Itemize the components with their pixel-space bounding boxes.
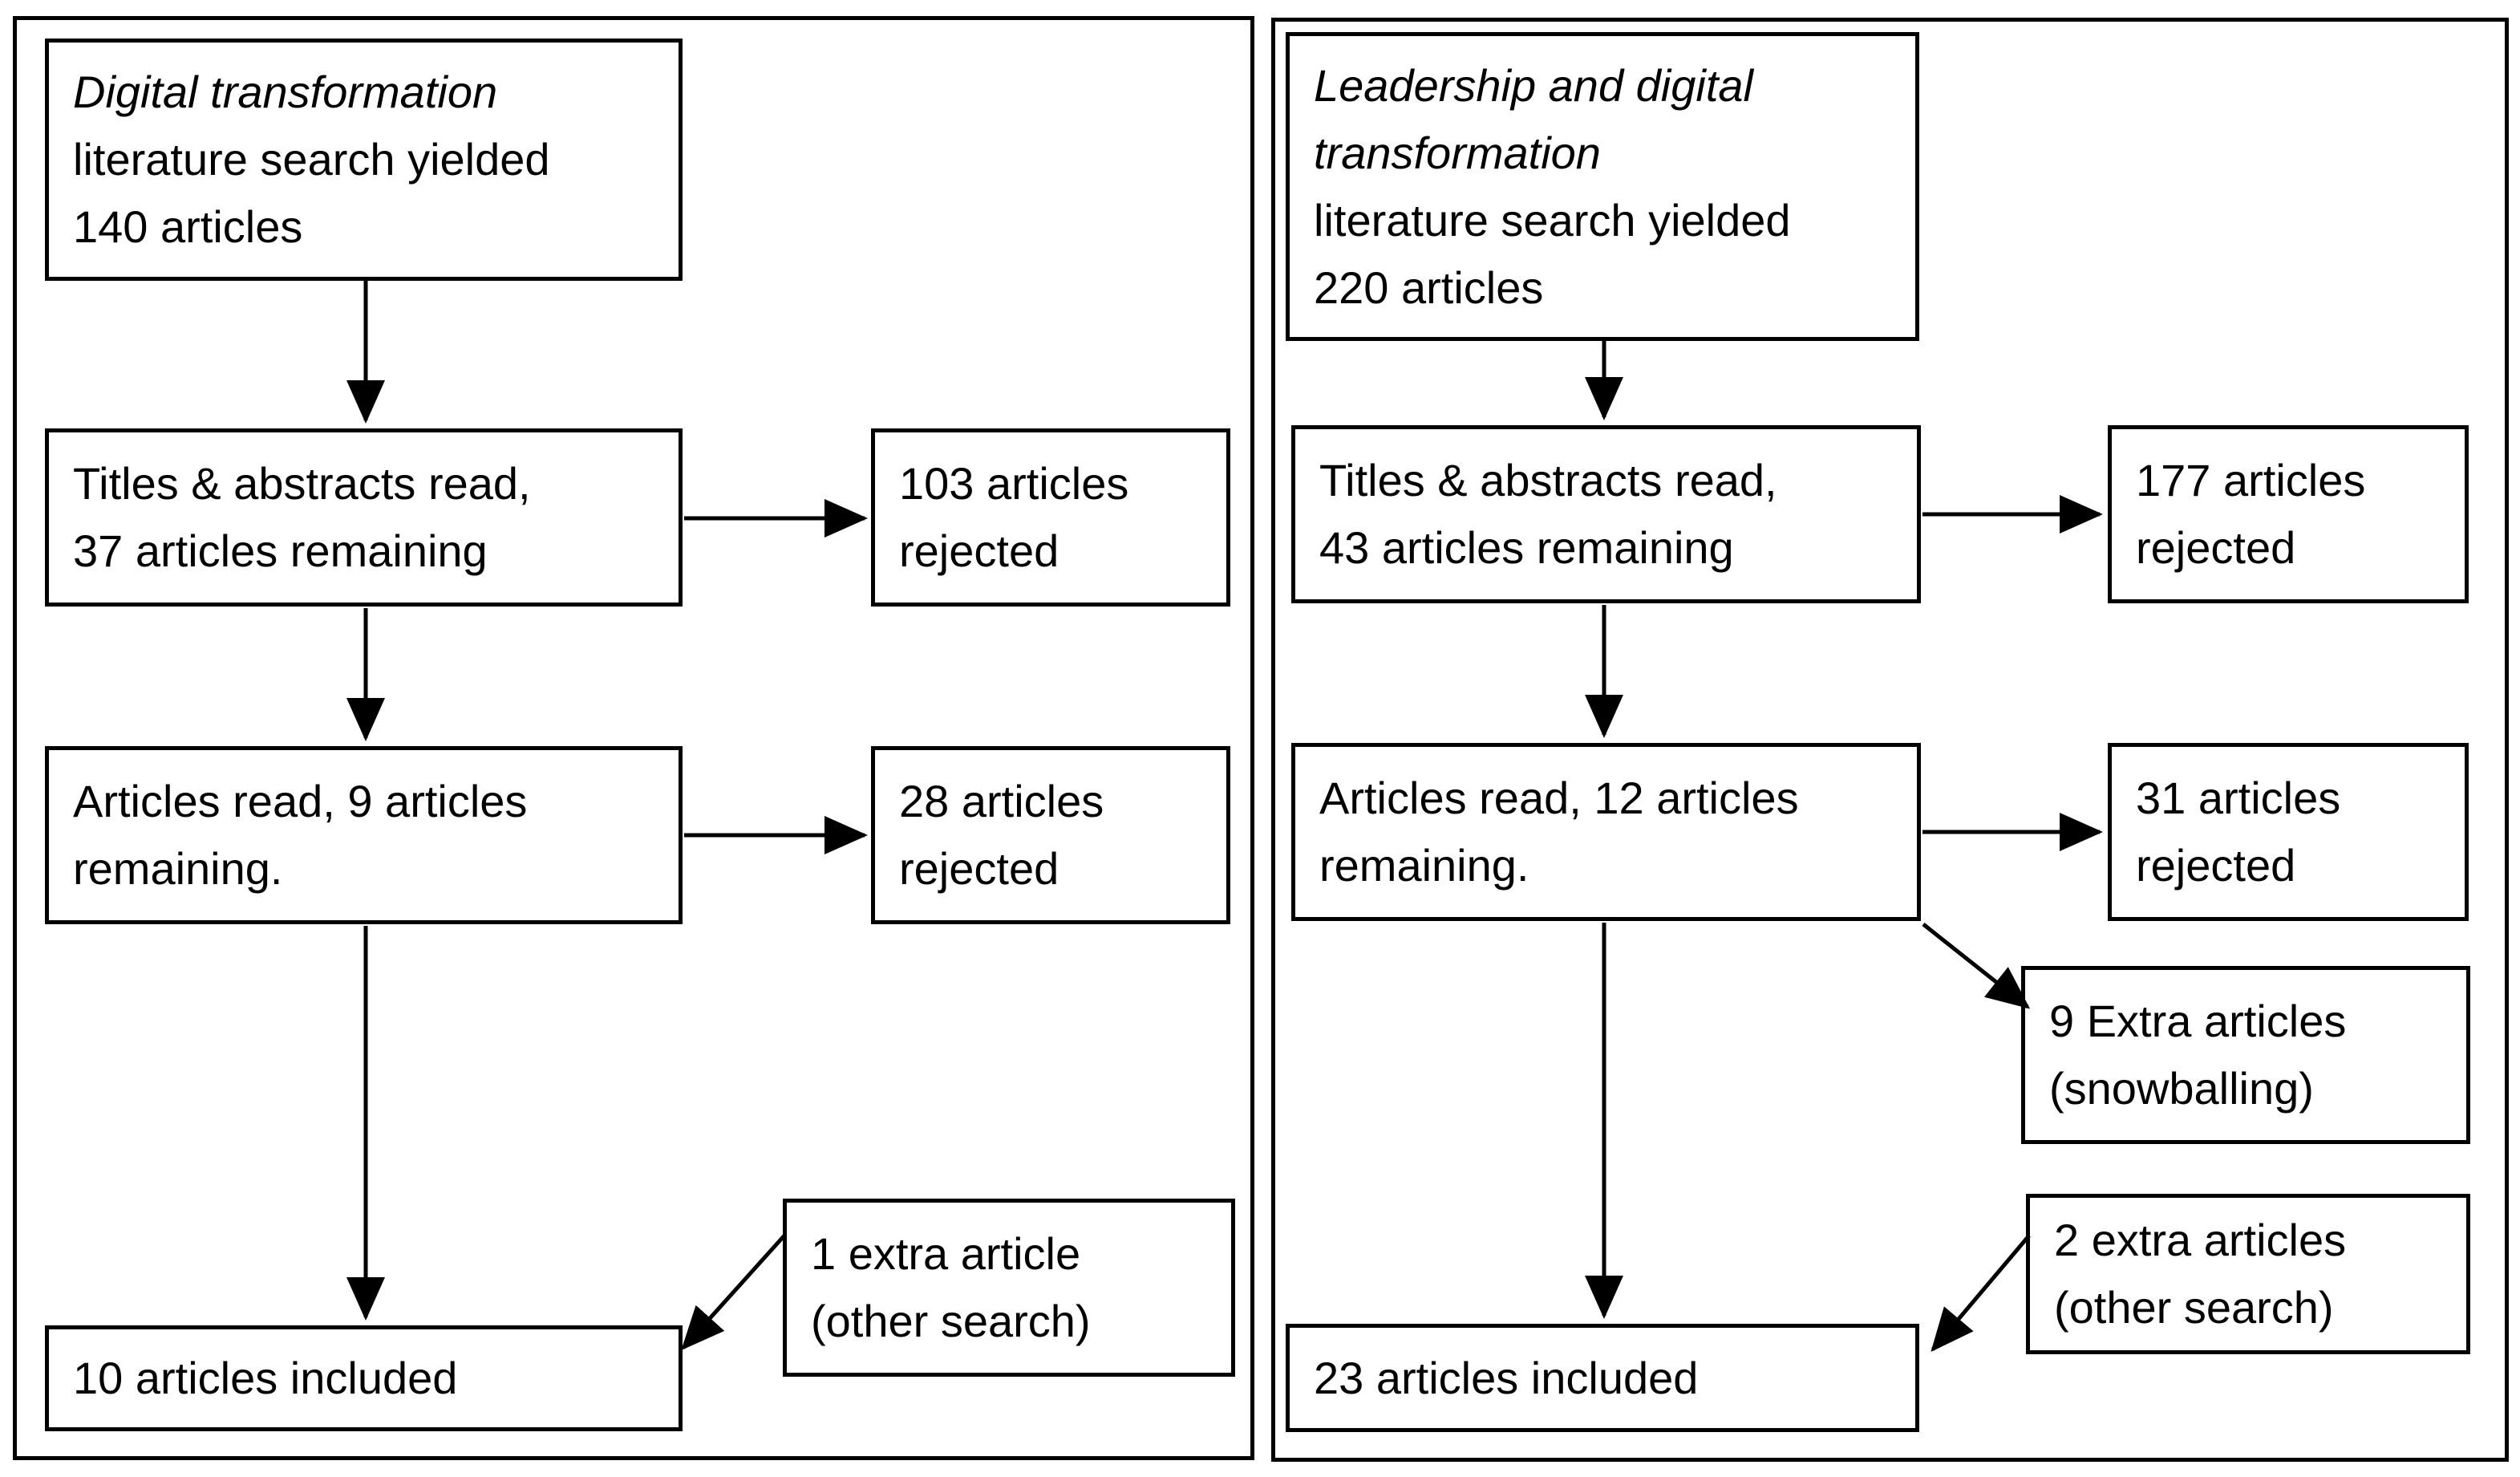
left-search-result: literature search yielded 140 articles — [73, 134, 550, 252]
right-titles-rejected-text: 177 articles rejected — [2136, 455, 2366, 573]
right-read-text: Articles read, 12 articles remaining. — [1319, 773, 1799, 891]
box-right-read-rejected: 31 articles rejected — [2108, 743, 2469, 921]
right-extra-text: 2 extra articles (other search) — [2054, 1215, 2347, 1333]
box-left-search-source: Digital transformation literature search… — [45, 39, 683, 281]
box-right-extra-articles: 2 extra articles (other search) — [2026, 1194, 2470, 1354]
box-right-titles-rejected: 177 articles rejected — [2108, 425, 2469, 603]
box-right-articles-read: Articles read, 12 articles remaining. — [1291, 743, 1921, 921]
box-right-titles-abstracts: Titles & abstracts read, 43 articles rem… — [1291, 425, 1921, 603]
box-left-articles-read: Articles read, 9 articles remaining. — [45, 746, 683, 924]
left-search-term: Digital transformation — [73, 67, 498, 117]
left-included-text: 10 articles included — [73, 1353, 458, 1403]
right-snowballing-text: 9 Extra articles (snowballing) — [2049, 996, 2347, 1114]
box-right-search-source: Leadership and digital transformation li… — [1286, 32, 1919, 341]
box-left-read-rejected: 28 articles rejected — [871, 746, 1230, 924]
left-titles-rejected-text: 103 articles rejected — [899, 458, 1129, 576]
right-included-text: 23 articles included — [1314, 1352, 1699, 1403]
box-left-titles-rejected: 103 articles rejected — [871, 428, 1230, 607]
box-left-extra-article: 1 extra article (other search) — [783, 1199, 1235, 1377]
box-right-snowballing: 9 Extra articles (snowballing) — [2021, 966, 2470, 1144]
left-read-text: Articles read, 9 articles remaining. — [73, 776, 528, 894]
right-search-term: Leadership and digital transformation — [1314, 59, 1753, 178]
right-titles-text: Titles & abstracts read, 43 articles rem… — [1319, 455, 1777, 573]
box-left-titles-abstracts: Titles & abstracts read, 37 articles rem… — [45, 428, 683, 607]
right-search-result: literature search yielded 220 articles — [1314, 194, 1791, 313]
left-read-rejected-text: 28 articles rejected — [899, 776, 1104, 894]
box-right-included: 23 articles included — [1286, 1324, 1919, 1432]
left-extra-text: 1 extra article (other search) — [811, 1228, 1091, 1346]
box-left-included: 10 articles included — [45, 1325, 683, 1431]
right-read-rejected-text: 31 articles rejected — [2136, 773, 2341, 891]
left-titles-text: Titles & abstracts read, 37 articles rem… — [73, 458, 531, 576]
